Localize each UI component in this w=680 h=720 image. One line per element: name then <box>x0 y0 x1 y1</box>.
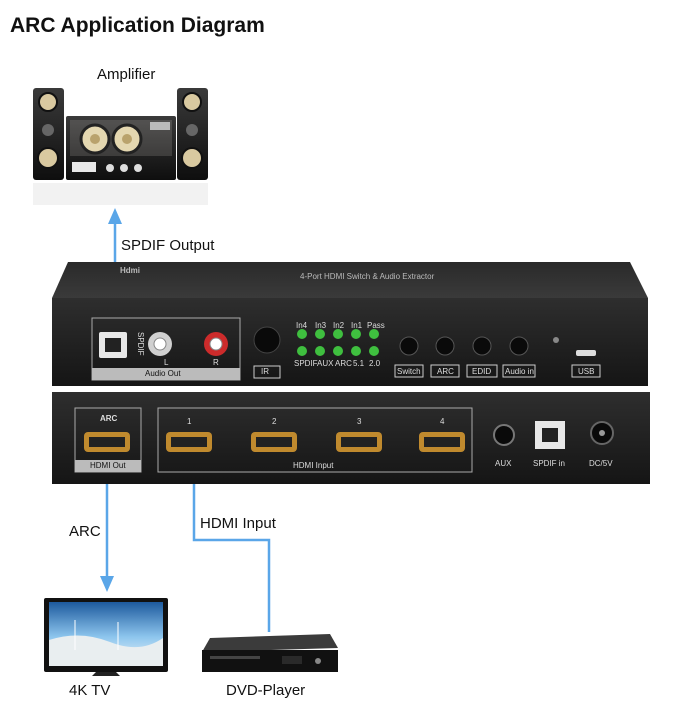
spdif-output-label: SPDIF Output <box>121 237 215 254</box>
switch-front-panel <box>52 262 648 386</box>
led-label-aux: AUX <box>317 359 334 368</box>
led-label-spdif: SPDIF <box>294 359 318 368</box>
rear-aux-label: AUX <box>495 459 512 468</box>
rear-arc-label: ARC <box>100 414 118 423</box>
button-label-edid: EDID <box>472 367 492 376</box>
hdmi-input-connection-label: HDMI Input <box>200 515 276 532</box>
rear-port-2: 2 <box>272 417 277 426</box>
front-brand: Hdmi <box>120 266 140 275</box>
amplifier-image <box>33 88 208 205</box>
front-model-text: 4-Port HDMI Switch & Audio Extractor <box>300 272 435 281</box>
led-label-in3: In3 <box>315 321 327 330</box>
button-label-audio-in: Audio in <box>505 367 534 376</box>
rear-hdmi-input-label: HDMI Input <box>293 461 334 470</box>
dvd-player-image <box>202 634 338 672</box>
front-spdif-label: SPDIF <box>136 332 145 356</box>
button-label-switch: Switch <box>397 367 421 376</box>
page-title: ARC Application Diagram <box>10 14 265 37</box>
front-left-label: L <box>164 358 169 367</box>
led-label-20: 2.0 <box>369 359 381 368</box>
led-label-in2: In2 <box>333 321 345 330</box>
front-usb-label: USB <box>578 367 595 376</box>
led-label-51: 5.1 <box>353 359 365 368</box>
amplifier-label: Amplifier <box>97 66 156 83</box>
tv-image <box>44 598 168 676</box>
tv-label: 4K TV <box>69 682 111 699</box>
arc-connection-label: ARC <box>69 523 101 540</box>
switch-rear-panel <box>52 392 650 484</box>
button-label-arc: ARC <box>437 367 454 376</box>
rear-dc-label: DC/5V <box>589 459 613 468</box>
rear-port-3: 3 <box>357 417 362 426</box>
led-label-in4: In4 <box>296 321 308 330</box>
rear-hdmi-out-label: HDMI Out <box>90 461 126 470</box>
led-label-in1: In1 <box>351 321 363 330</box>
led-label-pass: Pass <box>367 321 385 330</box>
hdmi-input-arrow <box>187 464 271 632</box>
front-right-label: R <box>213 358 219 367</box>
rear-port-4: 4 <box>440 417 445 426</box>
dvd-label: DVD-Player <box>226 682 306 699</box>
front-ir-label: IR <box>261 367 269 376</box>
rear-spdif-in-label: SPDIF in <box>533 459 566 468</box>
front-audio-out-label: Audio Out <box>145 369 181 378</box>
rear-port-1: 1 <box>187 417 192 426</box>
led-label-arc: ARC <box>335 359 352 368</box>
